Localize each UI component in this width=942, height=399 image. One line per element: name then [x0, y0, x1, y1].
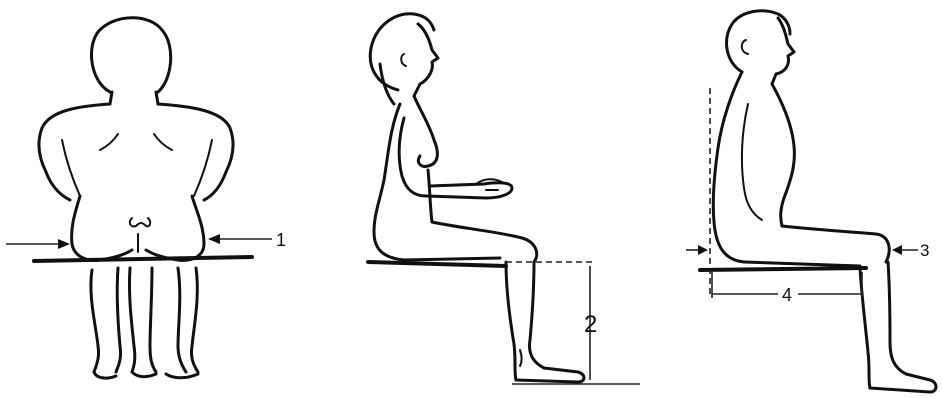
male-back — [713, 72, 744, 262]
male-lower-leg — [860, 262, 906, 388]
measure-label-3: 3 — [920, 241, 929, 260]
female-face — [414, 24, 438, 96]
female-back — [374, 104, 404, 260]
female-chest — [414, 96, 437, 166]
male-arm — [742, 104, 762, 220]
measure-label-2: 2 — [584, 311, 597, 338]
back-left-inner-arm — [62, 140, 80, 196]
back-right-arm — [158, 104, 233, 200]
female-abdomen — [428, 170, 432, 222]
back-view-figure: 1 — [6, 18, 286, 378]
side-female-figure: 2 — [368, 14, 640, 384]
back-neck — [110, 92, 158, 104]
hip-arrow-right-head — [208, 234, 220, 244]
knee-arrow-head — [892, 245, 902, 255]
female-arm — [399, 118, 512, 198]
side-male-figure: 3 4 — [686, 11, 936, 392]
male-thigh — [744, 226, 889, 266]
female-seat-line — [368, 262, 506, 266]
female-lower-leg — [506, 262, 544, 380]
back-shoulder-blades — [100, 134, 172, 150]
female-thigh — [404, 222, 537, 262]
male-foot — [870, 374, 936, 392]
back-head — [92, 18, 171, 92]
female-ear — [401, 54, 406, 66]
measure-label-4: 4 — [782, 285, 792, 305]
back-buttock-cleft — [130, 218, 150, 252]
back-left-arm — [39, 104, 110, 200]
buttock-arrow-head — [698, 245, 708, 255]
back-inner-legs — [129, 268, 156, 372]
back-right-inner-arm — [194, 140, 212, 196]
hip-arrow-left-head — [58, 239, 70, 249]
back-right-leg — [178, 268, 198, 372]
male-chest — [772, 84, 794, 226]
male-ear — [742, 40, 748, 54]
female-foot — [516, 368, 584, 382]
back-left-leg — [91, 268, 121, 372]
back-seat-line — [34, 257, 252, 261]
measure-label-1: 1 — [276, 230, 286, 250]
male-seat-line — [700, 268, 866, 270]
female-ankle — [520, 350, 522, 366]
back-feet — [94, 372, 198, 378]
